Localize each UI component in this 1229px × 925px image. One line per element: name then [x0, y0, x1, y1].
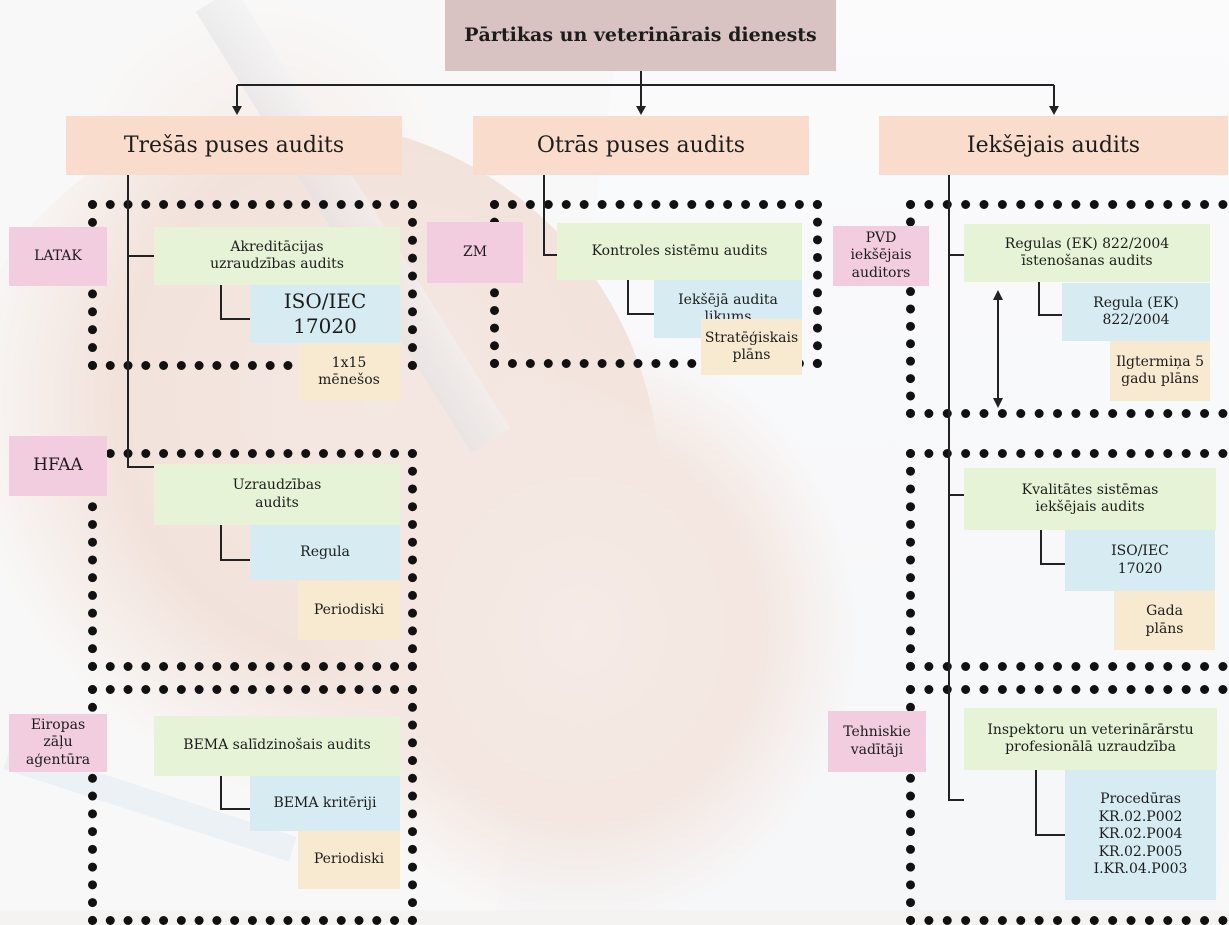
- arrowhead: [993, 290, 1003, 300]
- connector: [127, 175, 129, 467]
- org-pvd-internal-auditor: PVD iekšējais auditors: [833, 226, 929, 286]
- frequency-periodic: Periodiski: [298, 831, 400, 889]
- group-frame-hfaa: [88, 449, 417, 671]
- org-latak: LATAK: [9, 227, 107, 286]
- audit-accreditation: Akreditācijas uzraudzības audits: [154, 227, 400, 285]
- frequency-5-year-plan: Ilgtermiņa 5 gadu plāns: [1110, 341, 1210, 401]
- frequency-strategic-plan: Stratēģiskais plāns: [701, 319, 802, 375]
- category-second-party-audit: Otrās puses audits: [473, 116, 809, 175]
- audit-professional-supervision: Inspektoru un veterinārārstu profesionāl…: [964, 708, 1217, 770]
- category-third-party-audit: Trešās puses audits: [66, 116, 402, 175]
- audit-regulation-822-2004: Regulas (EK) 822/2004 īstenošanas audits: [964, 224, 1210, 282]
- connector: [220, 808, 251, 810]
- connector: [543, 254, 557, 256]
- frequency-1x15: 1x15 mēnešos: [298, 343, 400, 401]
- standard-regulation-822-2004: Regula (EK) 822/2004: [1062, 283, 1210, 341]
- standard-regulation: Regula: [250, 525, 400, 580]
- connector: [1040, 563, 1065, 565]
- root-title: Pārtikas un veterinārais dienests: [445, 0, 836, 71]
- standard-bema-criteria: BEMA kritēriji: [250, 776, 400, 831]
- org-technical-managers: Tehniskie vadītāji: [828, 711, 926, 772]
- group-frame-quality: [906, 449, 1229, 671]
- org-zm: ZM: [427, 222, 523, 283]
- org-hfaa: HFAA: [9, 436, 107, 496]
- connector: [1040, 530, 1042, 564]
- connector: [220, 285, 222, 319]
- connector: [220, 776, 222, 809]
- connector: [543, 175, 545, 255]
- group-frame-pvd: [906, 200, 1229, 418]
- connector: [127, 466, 154, 468]
- frequency-annual-plan: Gada plāns: [1114, 591, 1215, 650]
- audit-control-systems: Kontroles sistēmu audits: [557, 223, 802, 280]
- connector: [220, 525, 222, 560]
- connector: [1035, 834, 1065, 836]
- connector: [627, 313, 654, 315]
- connector: [127, 255, 154, 257]
- org-european-medicines-agency: Eiropas zāļu aģentūra: [9, 714, 107, 772]
- group-frame-zm: [490, 200, 822, 368]
- standard-procedures: Procedūras KR.02.P002 KR.02.P004 KR.02.P…: [1065, 770, 1216, 900]
- arrowhead: [636, 106, 646, 115]
- connector: [220, 559, 251, 561]
- arrowhead: [232, 106, 242, 115]
- category-internal-audit: Iekšējais audits: [879, 116, 1228, 175]
- connector: [640, 70, 642, 85]
- connector: [1035, 770, 1037, 835]
- connector: [948, 254, 964, 256]
- frequency-periodic: Periodiski: [298, 581, 400, 640]
- connector: [237, 84, 1054, 86]
- connector: [1038, 314, 1062, 316]
- audit-quality-system: Kvalitātes sistēmas iekšējais audits: [964, 468, 1216, 530]
- connector: [627, 280, 629, 314]
- arrowhead: [1049, 106, 1059, 115]
- audit-bema-benchmarking: BEMA salīdzinošais audits: [154, 716, 400, 776]
- connector: [220, 318, 251, 320]
- connector: [948, 175, 950, 800]
- audit-supervision: Uzraudzības audits: [154, 464, 400, 525]
- connector: [948, 494, 964, 496]
- arrowhead: [993, 398, 1003, 408]
- standard-iso-17020-internal: ISO/IEC 17020: [1065, 530, 1215, 591]
- connector: [948, 799, 964, 801]
- standard-iso-17020: ISO/IEC 17020: [250, 285, 400, 343]
- connector: [1038, 282, 1040, 315]
